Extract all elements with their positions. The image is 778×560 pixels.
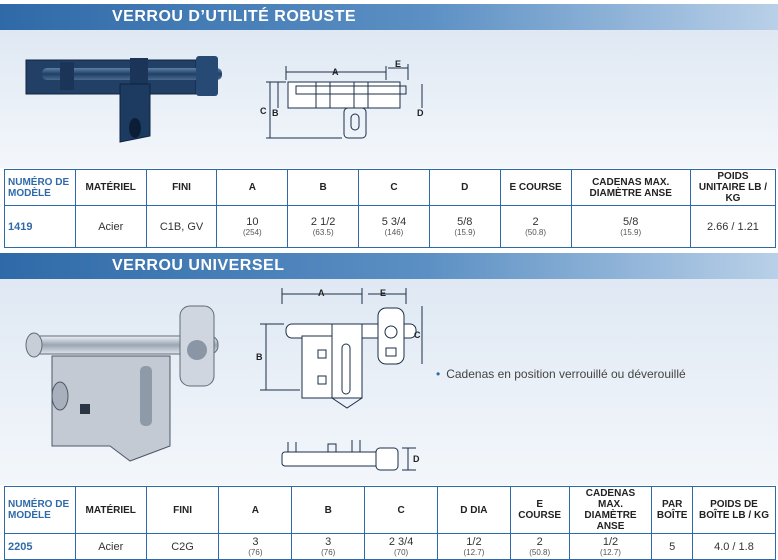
cell-a-main: 3: [252, 536, 259, 548]
dim-label-e: E: [395, 59, 401, 69]
cell-c: 2 3/4(70): [364, 533, 438, 560]
cell-model: 2205: [4, 533, 76, 560]
cell-padlock-main: 1/2: [602, 536, 619, 548]
col-header-weight: POIDS UNITAIRE LB / KG: [689, 169, 777, 206]
dim-label-d: D: [417, 108, 424, 118]
cell-material: Acier: [74, 533, 147, 560]
dim-label-e: E: [380, 288, 386, 298]
cell-b-sub: (76): [321, 548, 336, 557]
cell-finish: C2G: [145, 533, 220, 560]
col-header-padlock: CADENAS MAX. DIAMÈTRE ANSE: [570, 169, 691, 206]
cell-model: 1419: [4, 205, 76, 248]
section-title-heavy-duty-latch: VERROU D’UTILITÉ ROBUSTE: [0, 4, 778, 30]
cell-weight: 2.66 / 1.21: [689, 205, 777, 248]
col-header-padlock: CADENAS MAX. DIAMÈTRE ANSE: [568, 486, 653, 534]
cell-c: 5 3/4(146): [358, 205, 430, 248]
col-header-material: MATÉRIEL: [74, 486, 147, 534]
padlock-note-text: Cadenas en position verrouillé ou dévero…: [446, 367, 686, 381]
col-header-weight: POIDS DE BOÎTE LB / KG: [691, 486, 777, 534]
dim-label-b: B: [272, 108, 279, 118]
cell-e-sub: (50.8): [529, 548, 551, 557]
padlock-note: • Cadenas en position verrouillé ou déver…: [436, 367, 686, 381]
col-header-c: C: [364, 486, 438, 534]
cell-c-sub: (146): [384, 228, 404, 237]
cell-d-main: 5/8: [457, 216, 473, 228]
cell-c-sub: (70): [393, 548, 409, 557]
col-header-model: NUMÉRO DE MODÈLE: [4, 486, 76, 534]
cell-d-main: 1/2: [466, 536, 482, 548]
cell-b-sub: (63.5): [312, 228, 334, 237]
cell-b: 3(76): [291, 533, 366, 560]
cell-e: 2(50.8): [509, 533, 570, 560]
table-header-row: NUMÉRO DE MODÈLE MATÉRIEL FINI A B C D D…: [4, 486, 777, 534]
col-header-e: E COURSE: [509, 486, 570, 534]
section-title-universal-latch: VERROU UNIVERSEL: [0, 253, 778, 279]
col-header-model: NUMÉRO DE MODÈLE: [4, 169, 76, 206]
col-header-d: D DIA: [437, 486, 511, 534]
cell-d-sub: (12.7): [463, 548, 485, 557]
cell-c-main: 5 3/4: [381, 216, 407, 228]
col-header-a: A: [216, 169, 289, 206]
dim-label-b: B: [256, 352, 263, 362]
cell-b: 2 1/2(63.5): [287, 205, 360, 248]
product-photo-heavy-duty-latch: [25, 56, 222, 143]
cell-per-box: 5: [651, 533, 693, 560]
col-header-c: C: [358, 169, 430, 206]
dimension-diagram-universal: A E B C: [256, 288, 423, 409]
cell-a: 10(254): [216, 205, 289, 248]
cell-a-sub: (76): [248, 548, 263, 557]
cell-e: 2(50.8): [499, 205, 572, 248]
cell-d: 5/8(15.9): [428, 205, 501, 248]
table-row: 2205 Acier C2G 3(76) 3(76) 2 3/4(70) 1/2…: [4, 533, 777, 560]
bullet-icon: •: [436, 367, 441, 381]
side-view-diagram-universal: D: [281, 440, 420, 471]
cell-a: 3(76): [218, 533, 293, 560]
cell-d: 1/2(12.7): [437, 533, 511, 560]
col-header-b: B: [291, 486, 366, 534]
cell-c-main: 2 3/4: [388, 536, 414, 548]
cell-padlock: 5/8(15.9): [570, 205, 691, 248]
dim-label-d: D: [413, 454, 420, 464]
dim-label-a: A: [318, 288, 325, 298]
table-header-row: NUMÉRO DE MODÈLE MATÉRIEL FINI A B C D E…: [4, 169, 777, 206]
cell-d-sub: (15.9): [454, 228, 476, 237]
col-header-finish: FINI: [145, 486, 220, 534]
cell-b-main: 2 1/2: [310, 216, 336, 228]
col-header-finish: FINI: [145, 169, 218, 206]
cell-e-main: 2: [532, 216, 539, 228]
cell-e-main: 2: [536, 536, 543, 548]
cell-padlock-sub: (12.7): [600, 548, 621, 557]
cell-b-main: 3: [325, 536, 332, 548]
cell-padlock-main: 5/8: [623, 216, 639, 228]
cell-material: Acier: [74, 205, 147, 248]
cell-e-sub: (50.8): [525, 228, 547, 237]
dim-label-c: C: [414, 330, 421, 340]
table-row: 1419 Acier C1B, GV 10(254) 2 1/2(63.5) 5…: [4, 205, 777, 248]
cell-a-sub: (254): [243, 228, 262, 237]
cell-a-main: 10: [246, 216, 259, 228]
dim-label-a: A: [332, 67, 339, 77]
cell-weight: 4.0 / 1.8: [691, 533, 777, 560]
cell-padlock: 1/2(12.7): [568, 533, 653, 560]
cell-padlock-sub: (15.9): [620, 228, 642, 237]
dimension-diagram-heavy-duty: A E C B D: [260, 59, 424, 139]
dim-label-c: C: [260, 106, 267, 116]
product-photo-universal-latch: [25, 305, 219, 462]
col-header-a: A: [218, 486, 293, 534]
col-header-b: B: [287, 169, 360, 206]
spec-table-1419: NUMÉRO DE MODÈLE MATÉRIEL FINI A B C D E…: [4, 169, 777, 248]
col-header-e: E COURSE: [499, 169, 572, 206]
col-header-d: D: [428, 169, 501, 206]
col-header-material: MATÉRIEL: [74, 169, 147, 206]
cell-finish: C1B, GV: [145, 205, 218, 248]
col-header-per-box: PAR BOÎTE: [651, 486, 693, 534]
